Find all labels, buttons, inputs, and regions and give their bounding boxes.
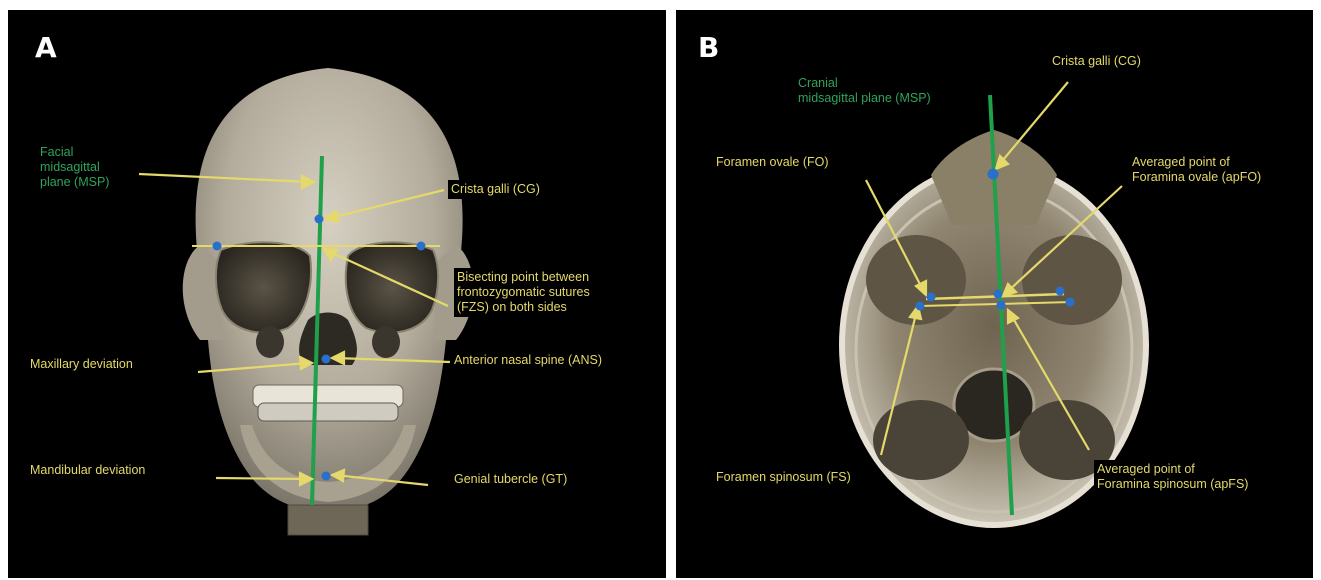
landmark-apfs (997, 301, 1006, 310)
label-foramen-ovale: Foramen ovale (FO) (713, 153, 832, 172)
label-line: plane (MSP) (40, 175, 109, 190)
label-averaged-fs: Averaged point of Foramina spinosum (apF… (1094, 460, 1251, 494)
label-crista-galli: Crista galli (CG) (448, 180, 543, 199)
label-line: (FZS) on both sides (457, 300, 590, 315)
label-line: midsagittal (40, 160, 109, 175)
label-line: Bisecting point between (457, 270, 590, 285)
label-facial-msp: Facial midsagittal plane (MSP) (40, 145, 109, 190)
landmark-fo-left (927, 293, 936, 302)
right-maxilla-shadow (372, 326, 400, 358)
label-line: Averaged point of (1132, 155, 1261, 170)
landmark-cg (988, 169, 999, 180)
right-orbit (346, 242, 438, 332)
cervical-vertebra (288, 505, 368, 535)
label-averaged-fo: Averaged point of Foramina ovale (apFO) (1129, 153, 1264, 187)
landmark-gt (322, 472, 331, 481)
label-anterior-nasal-spine: Anterior nasal spine (ANS) (454, 353, 602, 368)
left-maxilla-shadow (256, 326, 284, 358)
label-genial-tubercle: Genial tubercle (GT) (454, 472, 567, 487)
left-posterior-fossa (873, 400, 969, 480)
landmark-apfo (994, 290, 1003, 299)
panel-b-skull-base: B Cranial midsagittal plane (MSP) Crista… (676, 10, 1313, 578)
label-line: Averaged point of (1097, 462, 1248, 477)
label-line: frontozygomatic sutures (457, 285, 590, 300)
label-maxillary-deviation: Maxillary deviation (30, 357, 133, 372)
label-foramen-spinosum: Foramen spinosum (FS) (713, 468, 854, 487)
label-line: Foramina spinosum (apFS) (1097, 477, 1248, 492)
landmark-cg (315, 215, 324, 224)
landmark-fo-right (1056, 287, 1065, 296)
orthodontic-wire (258, 403, 398, 421)
landmark-fs-right (1066, 298, 1075, 307)
landmark-fs-left (916, 302, 925, 311)
label-cranial-msp: Cranial midsagittal plane (MSP) (798, 76, 931, 106)
label-crista-galli: Crista galli (CG) (1052, 54, 1141, 69)
label-line: Foramina ovale (apFO) (1132, 170, 1261, 185)
right-middle-fossa (1022, 235, 1122, 325)
left-orbit (216, 242, 311, 332)
arrow-mandibular (216, 478, 308, 479)
landmark-ans (322, 355, 331, 364)
panel-a-skull-frontal: A Facial midsagittal plane (MSP) Crista … (8, 10, 666, 578)
label-bisecting-point: Bisecting point between frontozygomatic … (454, 268, 593, 317)
label-line: Cranial (798, 76, 931, 91)
panel-b-letter: B (698, 34, 719, 62)
label-line: Facial (40, 145, 109, 160)
label-line: midsagittal plane (MSP) (798, 91, 931, 106)
landmark-fzs-right (417, 242, 426, 251)
panel-a-letter: A (35, 34, 57, 62)
label-mandibular-deviation: Mandibular deviation (30, 463, 145, 478)
landmark-fzs-left (213, 242, 222, 251)
